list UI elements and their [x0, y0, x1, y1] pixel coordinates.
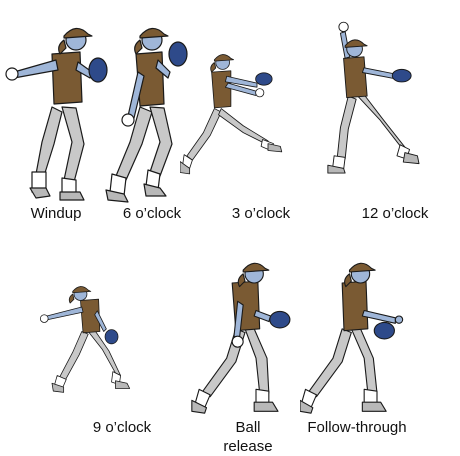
pitcher-figure-12-oclock — [327, 21, 420, 174]
label-windup: Windup — [30, 205, 82, 222]
label-follow-through: Follow-through — [307, 419, 407, 436]
pitcher-figure-ball-release — [191, 262, 291, 414]
label-6-oclock: 6 o’clock — [122, 205, 182, 222]
pitcher-figure-3-oclock — [180, 54, 283, 175]
label-3-oclock: 3 o’clock — [231, 205, 291, 222]
pitcher-figure-9-oclock — [39, 286, 131, 393]
pitcher-figure-windup — [5, 27, 108, 201]
pitcher-figure-follow-through — [300, 262, 404, 414]
label-12-oclock: 12 o’clock — [361, 205, 429, 222]
pitcher-figure-6-oclock — [105, 27, 188, 203]
label-ball-release: Ball release — [223, 419, 273, 455]
label-9-oclock: 9 o’clock — [92, 419, 152, 436]
